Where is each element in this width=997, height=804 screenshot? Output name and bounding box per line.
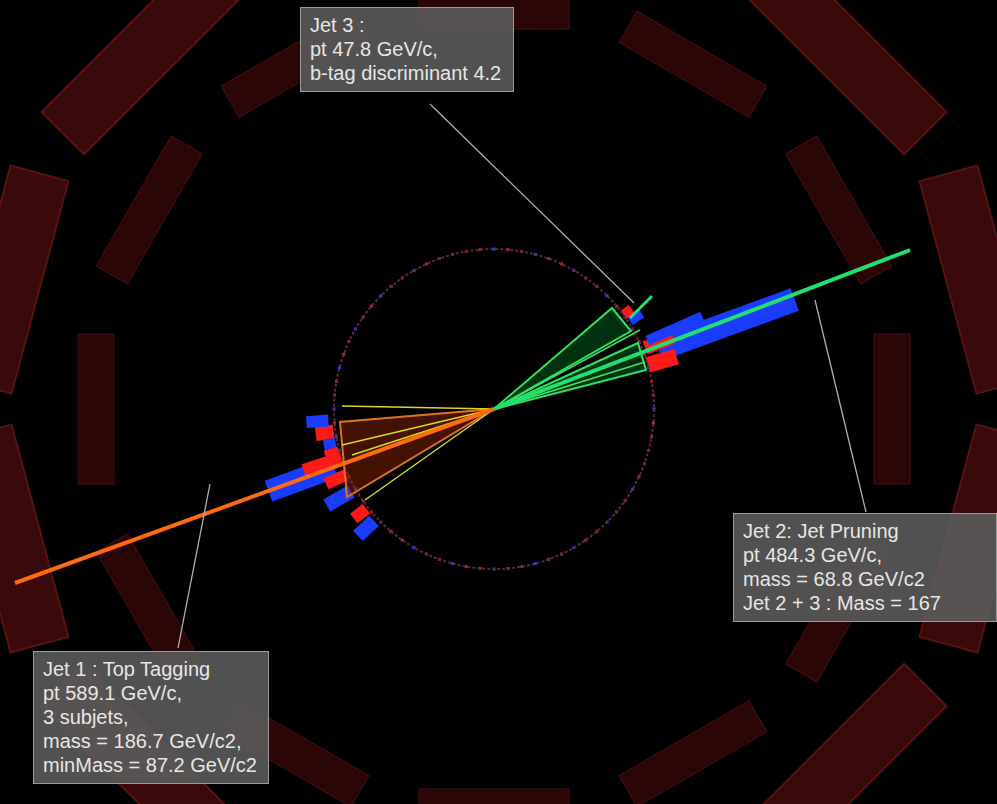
calorimeter-tower	[646, 349, 679, 373]
callout-text: Jet 2: Jet Pruning	[743, 519, 986, 543]
callout-text: pt 484.3 GeV/c,	[743, 543, 986, 567]
callout-text: Jet 3 :	[310, 13, 503, 37]
callout-text: 3 subjets,	[43, 705, 258, 729]
callout-text: mass = 68.8 GeV/c2	[743, 567, 986, 591]
callout-text: pt 47.8 GeV/c,	[310, 37, 503, 61]
muon-chamber	[78, 334, 114, 484]
leader-line	[178, 484, 210, 648]
leader-line	[815, 300, 866, 512]
leader-line	[430, 104, 634, 303]
jet-1-energy-line	[15, 409, 494, 583]
jet-cones	[340, 308, 646, 497]
muon-chamber	[920, 166, 997, 394]
callout-text: mass = 186.7 GeV/c2,	[43, 729, 258, 753]
callout-text: minMass = 87.2 GeV/c2	[43, 753, 258, 777]
callout-box: Jet 2: Jet Pruningpt 484.3 GeV/c,mass = …	[733, 513, 997, 622]
callout-text: Jet 1 : Top Tagging	[43, 657, 258, 681]
callout-text: Jet 2 + 3 : Mass = 167	[743, 591, 986, 615]
muon-chamber	[0, 166, 68, 394]
muon-chamber	[0, 424, 68, 652]
calorimeter-tower	[353, 516, 379, 541]
muon-chamber	[749, 664, 947, 804]
jet-3-energy-line	[630, 296, 652, 318]
muon-chamber	[419, 789, 569, 804]
muon-chamber	[96, 136, 202, 284]
muon-chamber	[41, 0, 239, 154]
callout-box: Jet 3 :pt 47.8 GeV/c,b-tag discriminant …	[300, 7, 514, 92]
calorimeter-tower	[306, 415, 329, 429]
callout-text: b-tag discriminant 4.2	[310, 61, 503, 85]
muon-chamber	[874, 334, 910, 484]
tracks	[342, 330, 645, 500]
calorimeter-towers	[265, 248, 799, 571]
callout-box: Jet 1 : Top Taggingpt 589.1 GeV/c,3 subj…	[33, 651, 269, 784]
calorimeter-tower	[324, 447, 340, 458]
muon-chamber	[749, 0, 947, 154]
jet-cone	[340, 409, 494, 497]
callout-text: pt 589.1 GeV/c,	[43, 681, 258, 705]
muon-chamber	[619, 701, 767, 804]
muon-chamber	[619, 11, 767, 117]
jet-2-energy-line	[494, 250, 910, 409]
